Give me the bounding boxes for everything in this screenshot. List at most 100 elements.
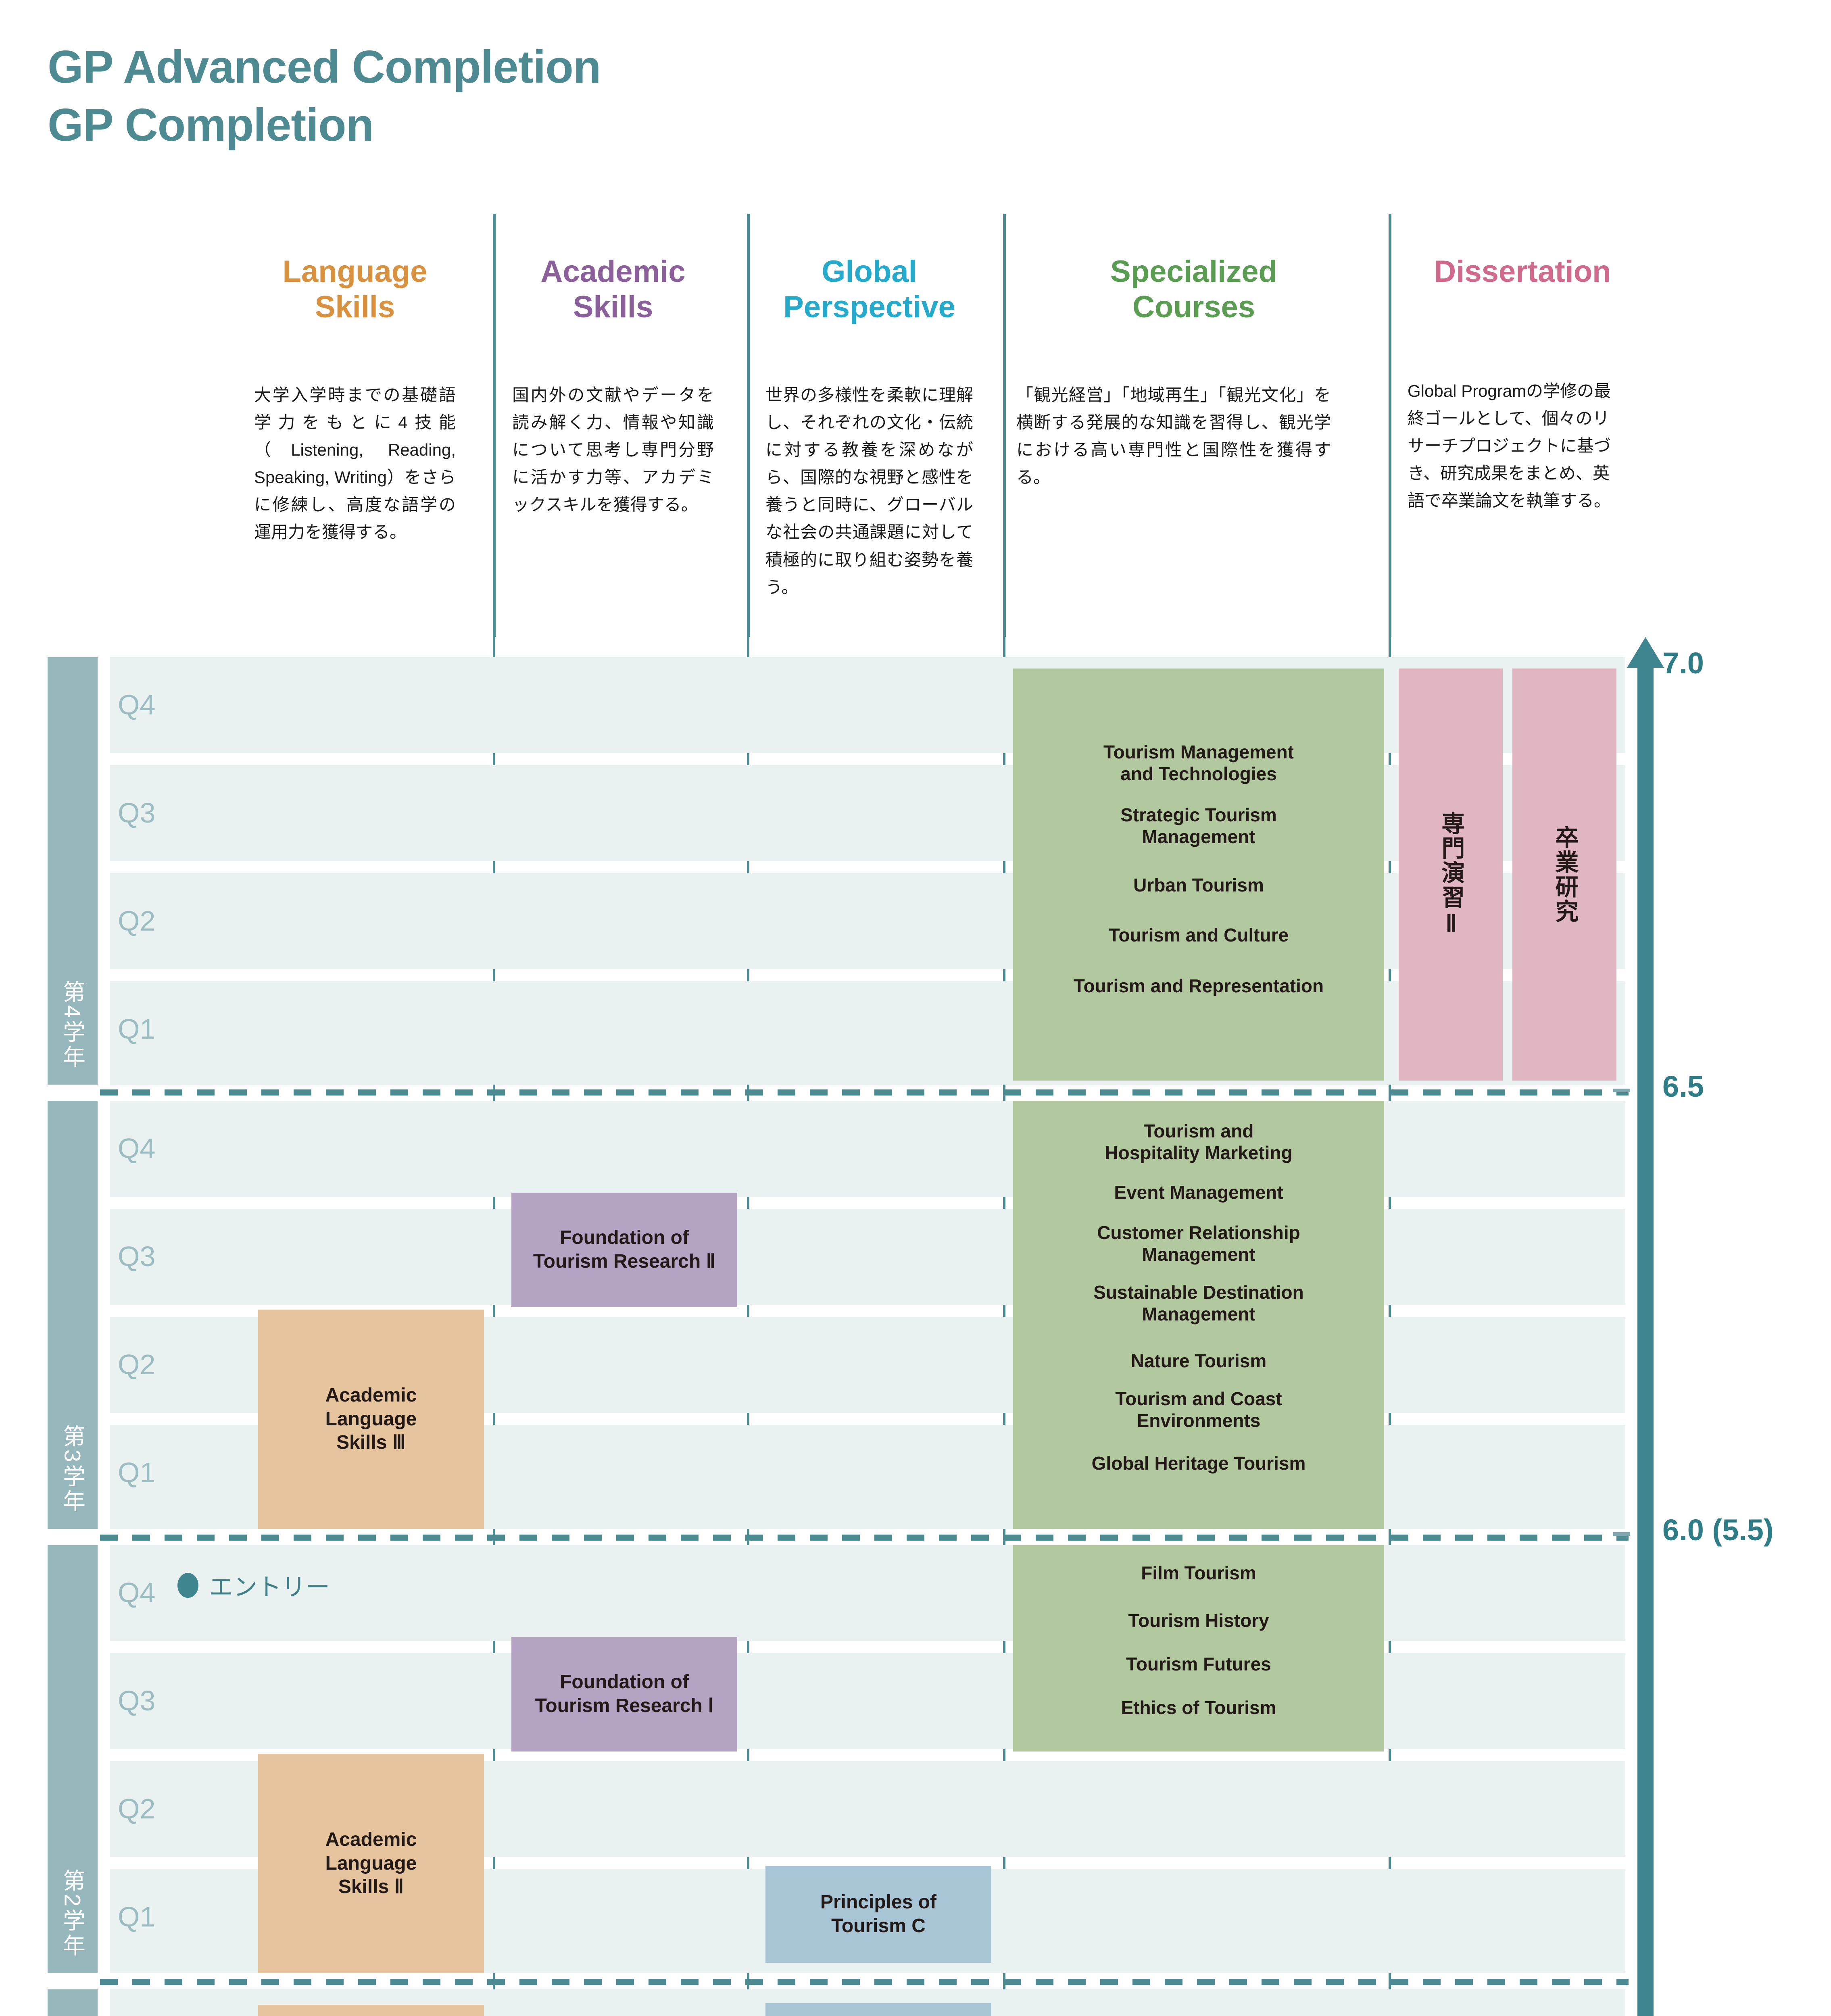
specialized-course[interactable]: Tourism and Hospitality Marketing [1013,1120,1384,1164]
column-title-line2: Skills [315,290,395,325]
grid-row [110,873,1625,969]
global-course-principles-of-tourism-b[interactable]: Principles of Tourism B [765,2003,991,2016]
quarter-label-y3-q4: Q4 [118,1133,156,1164]
language-course-academic-language-skills-3[interactable]: Academic Language Skills Ⅲ [258,1310,484,1529]
year-label: 第4学年 [60,980,86,1070]
specialized-course[interactable]: Tourism and Coast Environments [1013,1388,1384,1432]
course-line-2: Tourism C [831,1915,926,1937]
year-divider-4-3 [100,1089,1629,1095]
dissertation-course-sotsugyo-kenkyu[interactable]: 卒業研究 [1512,669,1616,1081]
column-title-line1: Specialized [1110,254,1277,289]
column-title-line1: Language [282,254,428,289]
specialized-course[interactable]: Customer Relationship Management [1013,1222,1384,1266]
academic-course-foundation-tourism-research-2[interactable]: Foundation of Tourism Research Ⅱ [511,1193,737,1307]
course-line-1: Urban Tourism [1133,875,1264,896]
year-bar-2: 第2学年 [48,1545,98,1973]
column-description: Global Programの学修の最終ゴールとして、個々のリサーチプロジェクト… [1408,381,1611,510]
year-divider-2-1 [100,1979,1629,1985]
quarter-label-y2-q2: Q2 [118,1793,156,1824]
column-header-dissertation: Dissertation Global Programの学修の最終ゴールとして、… [1408,254,1637,514]
year-label: 第3学年 [60,1424,86,1514]
specialized-course[interactable]: Tourism Futures [1013,1653,1384,1675]
course-line-1: Customer Relationship [1097,1222,1300,1243]
specialized-course[interactable]: Tourism and Representation [1013,975,1384,997]
course-line-1: Tourism and Representation [1073,975,1324,996]
specialized-course[interactable]: Strategic Tourism Management [1013,804,1384,848]
column-header-global-perspective: Global Perspective 世界の多様性を柔軟に理解し、それぞれの文化… [765,254,973,601]
specialized-course[interactable]: Tourism History [1013,1610,1384,1631]
column-description: 「観光経営」「地域再生」「観光文化」を横断する発展的な知識を習得し、観光学におけ… [1016,385,1331,487]
column-header-language-skills: Language Skills 大学入学時までの基礎語学力をもとに4技能（Lis… [254,254,456,546]
course-line-2: and Technologies [1120,763,1277,785]
column-title-line1: Global [822,254,917,289]
column-header-specialized-courses: Specialized Courses 「観光経営」「地域再生」「観光文化」を横… [1016,254,1371,491]
column-title-line2: Perspective [783,290,955,325]
course-line-1: Tourism and Coast [1115,1388,1282,1409]
title-line-1: GP Advanced Completion [48,42,601,93]
course-line-2: Management [1142,826,1255,848]
course-line-1: Foundation of [560,1671,689,1693]
axis-arrow-icon [1627,637,1664,668]
grid-row [110,1653,1625,1749]
entry-dot-icon [177,1572,198,1598]
course-line-2: Management [1142,1304,1255,1325]
course-line-2: Language [325,1408,417,1430]
specialized-block-year2[interactable]: Film Tourism Tourism History Tourism Fut… [1013,1545,1384,1752]
specialized-course[interactable]: Sustainable Destination Management [1013,1281,1384,1325]
specialized-block-year4[interactable]: Tourism Management and Technologies Stra… [1013,669,1384,1081]
grid-row [110,1545,1625,1641]
year-label: 第2学年 [60,1868,86,1959]
course-line-1: Tourism Futures [1126,1654,1271,1674]
dissertation-course-senmon-enshu-2[interactable]: 専門演習Ⅱ [1399,669,1503,1081]
quarter-label-y3-q2: Q2 [118,1349,156,1380]
specialized-course[interactable]: Nature Tourism [1013,1350,1384,1372]
course-line-1: Tourism and [1143,1120,1254,1141]
course-line-1: Event Management [1114,1182,1283,1203]
quarter-label-y2-q4: Q4 [118,1577,156,1608]
course-line-2: Tourism Research Ⅰ [535,1695,714,1716]
column-description: 大学入学時までの基礎語学力をもとに4技能（Listening, Reading,… [254,385,456,542]
column-description: 世界の多様性を柔軟に理解し、それぞれの文化・伝統に対する教養を深めながら、国際的… [765,385,973,597]
course-label: 卒業研究 [1552,825,1578,924]
year-bar-3: 第3学年 [48,1101,98,1529]
course-line-2: Language [325,1852,417,1874]
course-line-1: Academic [325,1385,417,1406]
course-line-2: Management [1142,1244,1255,1265]
year-divider-3-2 [100,1535,1629,1541]
specialized-course[interactable]: Urban Tourism [1013,874,1384,896]
specialized-course[interactable]: Event Management [1013,1181,1384,1203]
year-bar-4: 第4学年 [48,657,98,1085]
course-line-1: Nature Tourism [1130,1350,1267,1371]
academic-course-foundation-tourism-research-1[interactable]: Foundation of Tourism Research Ⅰ [511,1637,737,1752]
axis-tick-6-5 [1613,1089,1630,1092]
grid-row [110,765,1625,861]
quarter-label-y4-q3: Q3 [118,797,156,829]
axis-score-6-5: 6.5 [1662,1070,1704,1103]
specialized-course[interactable]: Tourism Management and Technologies [1013,741,1384,785]
language-course-academic-language-skills-2[interactable]: Academic Language Skills Ⅱ [258,1754,484,1973]
course-line-2: Environments [1137,1410,1261,1431]
course-line-3: Skills Ⅱ [338,1876,404,1898]
title-line-2: GP Completion [48,99,374,151]
course-line-1: Principles of [820,1891,937,1913]
column-header-band: Language Skills 大学入学時までの基礎語学力をもとに4技能（Lis… [0,214,1831,637]
language-course-academic-language-skills-1[interactable]: Academic Language Skills Ⅰ [258,2005,484,2016]
specialized-block-year3[interactable]: Tourism and Hospitality Marketing Event … [1013,1101,1384,1529]
course-line-1: Global Heritage Tourism [1091,1453,1306,1474]
specialized-course[interactable]: Ethics of Tourism [1013,1697,1384,1718]
grid-row [110,657,1625,753]
axis-shaft [1637,664,1654,2016]
specialized-course[interactable]: Tourism and Culture [1013,924,1384,946]
specialized-course[interactable]: Global Heritage Tourism [1013,1452,1384,1474]
course-line-2: Hospitality Marketing [1105,1142,1293,1164]
global-course-principles-of-tourism-c[interactable]: Principles of Tourism C [765,1866,991,1963]
quarter-label-y2-q1: Q1 [118,1901,156,1933]
axis-score-6-0: 6.0 (5.5) [1662,1513,1774,1547]
specialized-course[interactable]: Film Tourism [1013,1562,1384,1584]
course-label: 専門演習Ⅱ [1438,811,1464,938]
quarter-label-y3-q1: Q1 [118,1457,156,1488]
grid-row [110,981,1625,1085]
course-line-1: Strategic Tourism [1120,804,1277,825]
column-title-line1: Academic [540,254,686,289]
course-line-2: Tourism Research Ⅱ [533,1251,716,1272]
